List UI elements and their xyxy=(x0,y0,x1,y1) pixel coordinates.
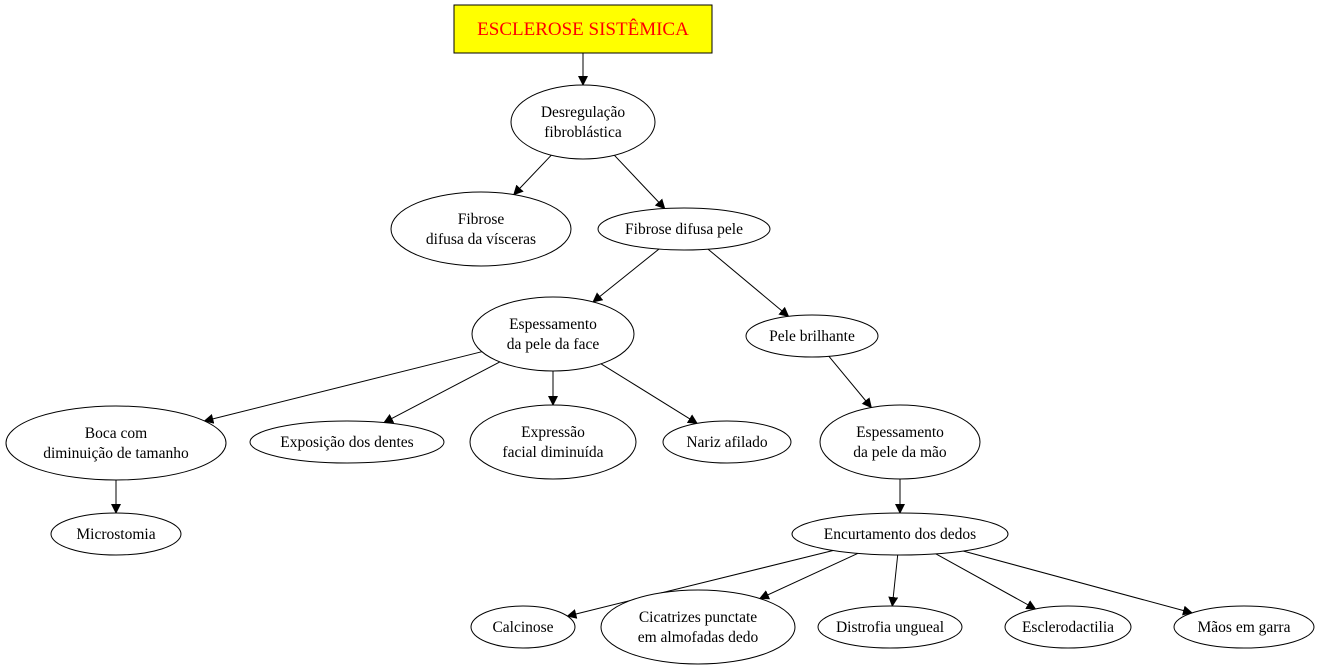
node-cicatrizes: Cicatrizes punctate em almofadas dedo xyxy=(600,589,796,665)
node-encurtamento-label-line-1: Encurtamento dos dedos xyxy=(824,526,976,543)
node-fibrose-pele: Fibrose difusa pele xyxy=(597,207,771,251)
node-espessamento-mao-label-line-2: da pele da mão xyxy=(853,444,947,461)
node-cicatrizes-label-line-1: Cicatrizes punctate xyxy=(639,609,757,626)
node-fibrose-visceras-label-line-1: Fibrose xyxy=(458,211,505,228)
node-microstomia: Microstomia xyxy=(50,512,182,556)
nodes-layer: ESCLEROSE SISTÊMICA Desregulação fibroblás… xyxy=(5,4,1315,665)
node-esclerodactilia-ellipse xyxy=(1004,605,1132,649)
node-desregulacao-label-line-1: Desregulação xyxy=(541,104,626,121)
node-fibrose-visceras: Fibrose difusa da vísceras xyxy=(390,191,572,267)
node-expressao-facial-label-line-1: Expressão xyxy=(521,424,585,441)
edge-espessamento-face-to-nariz xyxy=(600,363,698,424)
edge-encurtamento-to-cicatrizes xyxy=(758,552,859,600)
node-fibrose-pele-label-line-1: Fibrose difusa pele xyxy=(625,221,743,238)
node-cicatrizes-ellipse xyxy=(600,589,796,665)
edge-pele-brilhante-to-espessamento-mao xyxy=(828,355,872,409)
node-espessamento-face-label-line-1: Espessamento xyxy=(509,316,597,333)
node-espessamento-face: Espessamento da pele da face xyxy=(471,296,635,372)
node-pele-brilhante: Pele brilhante xyxy=(745,314,879,358)
node-espessamento-face-ellipse xyxy=(471,296,635,372)
node-exposicao-dentes: Exposição dos dentes xyxy=(249,420,445,464)
node-expressao-facial-label-line-2: facial diminuída xyxy=(502,444,603,461)
node-calcinose: Calcinose xyxy=(470,605,576,649)
root-node-box xyxy=(453,4,713,54)
node-desregulacao: Desregulação fibroblástica xyxy=(510,84,656,160)
edge-encurtamento-to-distrofia xyxy=(888,554,899,607)
node-boca-ellipse xyxy=(5,405,227,481)
node-esclerodactilia: Esclerodactilia xyxy=(1004,605,1132,649)
node-distrofia-label-line-1: Distrofia ungueal xyxy=(836,619,944,636)
node-maos-garra-label-line-1: Mãos em garra xyxy=(1198,619,1291,636)
node-cicatrizes-label-line-2: em almofadas dedo xyxy=(638,629,759,646)
edge-fibrose-pele-to-espessamento-face xyxy=(592,248,660,303)
node-boca-label-line-2: diminuição de tamanho xyxy=(43,445,189,462)
node-fibrose-visceras-label-line-2: difusa da vísceras xyxy=(426,231,536,248)
node-nariz: Nariz afilado xyxy=(662,420,792,464)
node-encurtamento: Encurtamento dos dedos xyxy=(791,512,1009,556)
node-espessamento-face-label-line-2: da pele da face xyxy=(507,336,600,353)
edge-desregulacao-to-fibrose-visceras xyxy=(513,154,552,196)
node-desregulacao-label-line-2: fibroblástica xyxy=(544,124,622,141)
node-esclerodactilia-label-line-1: Esclerodactilia xyxy=(1022,619,1114,636)
node-distrofia: Distrofia ungueal xyxy=(817,605,963,649)
node-maos-garra-ellipse xyxy=(1173,605,1315,649)
node-pele-brilhante-label-line-1: Pele brilhante xyxy=(769,328,855,345)
node-pele-brilhante-ellipse xyxy=(745,314,879,358)
edge-espessamento-face-to-boca xyxy=(203,351,483,424)
node-boca-label-line-1: Boca com xyxy=(85,425,147,442)
node-calcinose-label-line-1: Calcinose xyxy=(492,619,553,636)
node-nariz-ellipse xyxy=(662,420,792,464)
node-desregulacao-ellipse xyxy=(510,84,656,160)
node-distrofia-ellipse xyxy=(817,605,963,649)
node-expressao-facial: Expressão facial diminuída xyxy=(469,404,637,480)
node-encurtamento-ellipse xyxy=(791,512,1009,556)
node-maos-garra: Mãos em garra xyxy=(1173,605,1315,649)
node-espessamento-mao-ellipse xyxy=(819,404,981,480)
node-fibrose-pele-ellipse xyxy=(597,207,771,251)
edge-encurtamento-to-esclerodactilia xyxy=(935,553,1037,610)
node-microstomia-label-line-1: Microstomia xyxy=(76,526,155,543)
edge-espessamento-face-to-exposicao-dentes xyxy=(383,361,501,424)
node-nariz-label-line-1: Nariz afilado xyxy=(686,434,768,451)
node-exposicao-dentes-label-line-1: Exposição dos dentes xyxy=(280,434,413,451)
root-node-label: ESCLEROSE SISTÊMICA xyxy=(477,18,689,40)
edge-desregulacao-to-fibrose-pele xyxy=(614,154,666,210)
node-espessamento-mao-label-line-1: Espessamento xyxy=(856,424,944,441)
node-fibrose-visceras-ellipse xyxy=(390,191,572,267)
node-microstomia-ellipse xyxy=(50,512,182,556)
root-node: ESCLEROSE SISTÊMICA xyxy=(453,4,713,54)
node-exposicao-dentes-ellipse xyxy=(249,420,445,464)
node-expressao-facial-ellipse xyxy=(469,404,637,480)
edges-layer xyxy=(111,53,1193,619)
node-calcinose-ellipse xyxy=(470,605,576,649)
edge-fibrose-pele-to-pele-brilhante xyxy=(707,248,790,318)
node-boca: Boca com diminuição de tamanho xyxy=(5,405,227,481)
edge-encurtamento-to-maos-garra xyxy=(962,550,1193,616)
edge-encurtamento-to-calcinose xyxy=(566,550,834,619)
node-espessamento-mao: Espessamento da pele da mão xyxy=(819,404,981,480)
